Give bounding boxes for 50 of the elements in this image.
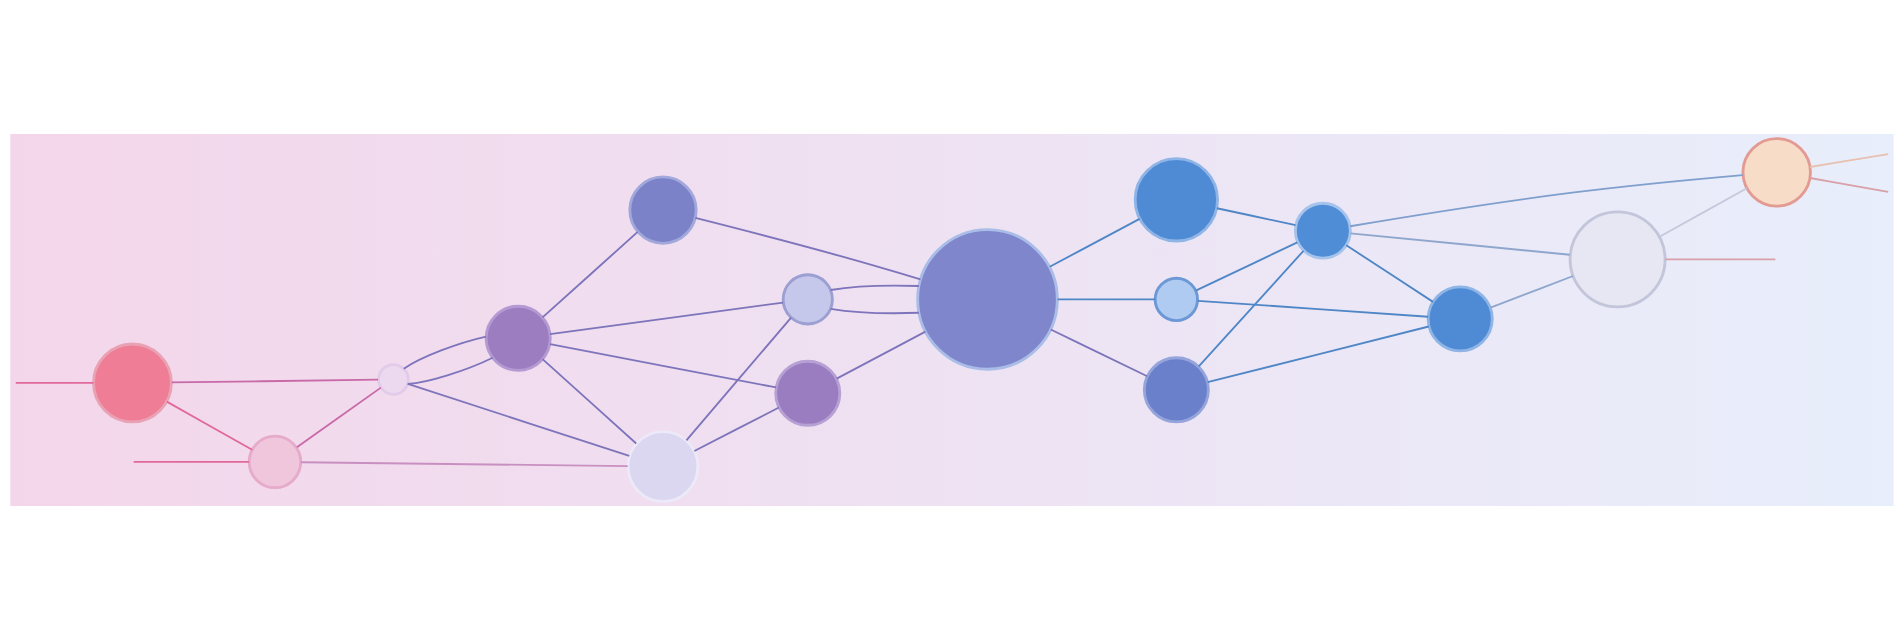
connector — [402, 335, 488, 370]
connector — [1349, 174, 1744, 228]
connector — [829, 284, 920, 291]
connector — [1664, 258, 1777, 261]
connector — [1216, 207, 1297, 227]
connector — [406, 356, 494, 385]
node-circle — [1133, 157, 1219, 243]
connector — [295, 386, 382, 449]
connector — [685, 316, 793, 442]
node-circle — [484, 304, 552, 372]
connector — [1056, 298, 1156, 301]
connector — [14, 382, 95, 384]
connector — [693, 406, 780, 452]
connector — [132, 461, 251, 463]
node-circle — [774, 359, 842, 427]
connector — [1049, 328, 1149, 378]
connector — [1194, 241, 1299, 292]
connector — [835, 330, 927, 380]
connector — [541, 358, 638, 445]
connector — [1809, 153, 1890, 168]
connector — [1489, 275, 1574, 309]
connector — [1048, 217, 1141, 268]
connector — [299, 461, 629, 468]
node-circle — [628, 175, 698, 245]
node-circle — [1741, 137, 1812, 208]
connector — [170, 378, 379, 384]
node-circle — [626, 430, 700, 503]
connector — [165, 400, 254, 451]
connector — [1206, 325, 1430, 384]
node-circle — [1293, 201, 1352, 260]
connector — [1809, 177, 1890, 193]
connector — [694, 217, 922, 281]
node-circle — [1153, 276, 1199, 322]
connector — [829, 307, 920, 315]
connector — [1345, 244, 1434, 303]
connector — [1658, 187, 1748, 238]
node-circle — [377, 363, 410, 396]
connector — [541, 230, 639, 319]
node-circle — [92, 342, 173, 424]
node-circle — [916, 228, 1059, 371]
connector — [549, 343, 778, 389]
connector — [549, 301, 784, 336]
node-circle — [1568, 210, 1667, 309]
node-circle — [781, 273, 834, 326]
connector — [1349, 232, 1571, 256]
connector — [1196, 299, 1430, 318]
node-circle — [1142, 356, 1210, 424]
connector — [1197, 249, 1305, 368]
node-circle — [1426, 285, 1494, 353]
node-circle — [247, 434, 303, 490]
